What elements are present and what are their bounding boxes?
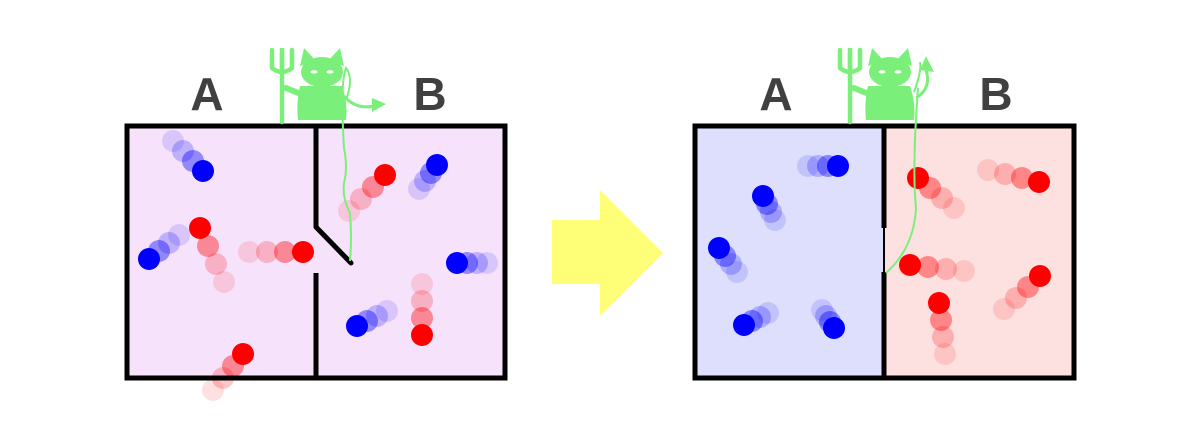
slow-molecule <box>752 185 786 231</box>
before-label-b: B <box>413 68 446 120</box>
molecule-dot <box>928 292 950 314</box>
molecule-trail <box>993 298 1015 320</box>
molecule-dot <box>823 317 845 339</box>
molecule-trail <box>238 241 260 263</box>
before-label-a: A <box>190 68 223 120</box>
molecule-dot <box>907 167 929 189</box>
molecule-trail <box>366 305 388 327</box>
molecule-trail <box>202 379 224 401</box>
after-label-b: B <box>979 68 1012 120</box>
demon-icon <box>272 48 386 262</box>
molecule-dot <box>426 154 448 176</box>
molecule-dot <box>733 314 755 336</box>
after-panel: A B <box>692 48 1077 381</box>
molecule-trail <box>1005 287 1027 309</box>
fast-molecule <box>907 167 965 219</box>
molecule-trail <box>757 302 779 324</box>
molecule-trail <box>408 178 430 200</box>
fast-molecule <box>411 273 433 346</box>
slow-molecule <box>346 300 398 337</box>
molecule-trail <box>977 159 999 181</box>
molecule-trail <box>953 260 975 282</box>
molecule-trail <box>414 170 436 192</box>
molecule-dot <box>899 254 921 276</box>
fast-molecule <box>993 265 1051 320</box>
slow-molecule <box>797 155 849 177</box>
slow-molecule <box>138 224 190 270</box>
molecule-trail <box>256 241 278 263</box>
before-molecules <box>138 130 498 401</box>
molecule-trail <box>168 224 190 246</box>
molecule-trail <box>934 343 956 365</box>
fast-molecule <box>899 254 975 282</box>
molecule-trail <box>466 252 488 274</box>
molecule-dot <box>192 160 214 182</box>
molecule-dot <box>346 315 368 337</box>
molecule-dot <box>752 185 774 207</box>
molecule-trail <box>411 290 433 312</box>
molecule-trail <box>411 273 433 295</box>
after-molecules <box>708 155 1051 365</box>
molecule-trail <box>205 253 227 275</box>
slow-molecule <box>708 237 748 283</box>
molecule-trail <box>720 253 742 275</box>
fast-molecule <box>189 217 235 293</box>
molecule-trail <box>162 130 184 152</box>
fast-molecule <box>202 343 254 401</box>
slow-molecule <box>733 302 779 336</box>
molecule-trail <box>376 300 398 322</box>
before-panel: A B <box>124 48 508 401</box>
molecule-trail <box>411 307 433 329</box>
molecule-trail <box>943 197 965 219</box>
molecule-trail <box>274 241 296 263</box>
molecule-trail <box>807 155 829 177</box>
fast-molecule <box>238 241 314 263</box>
molecule-dot <box>827 155 849 177</box>
molecule-trail <box>935 258 957 280</box>
molecule-trail <box>930 309 952 331</box>
molecule-dot <box>232 343 254 365</box>
molecule-dot <box>1029 265 1051 287</box>
molecule-dot <box>411 324 433 346</box>
molecule-trail <box>932 326 954 348</box>
molecule-trail <box>158 232 180 254</box>
transition-arrow-icon <box>552 190 663 316</box>
molecule-dot <box>446 252 468 274</box>
before-open-door <box>313 224 354 266</box>
molecule-dot <box>1028 171 1050 193</box>
molecule-trail <box>917 256 939 278</box>
molecule-trail <box>811 299 833 321</box>
molecule-trail <box>350 188 372 210</box>
molecule-dot <box>138 248 160 270</box>
molecule-trail <box>726 261 748 283</box>
molecule-trail <box>797 155 819 177</box>
slow-molecule <box>811 299 845 339</box>
molecule-dot <box>189 217 211 239</box>
molecule-trail <box>197 235 219 257</box>
slow-molecule <box>446 252 498 274</box>
molecule-dot <box>374 164 396 186</box>
molecule-trail <box>213 271 235 293</box>
molecule-trail <box>931 187 953 209</box>
demon-icon <box>840 48 934 274</box>
fast-molecule <box>928 292 956 365</box>
molecule-dot <box>708 237 730 259</box>
slow-molecule <box>162 130 214 182</box>
molecule-trail <box>476 252 498 274</box>
fast-molecule <box>977 159 1050 193</box>
slow-molecule <box>408 154 448 200</box>
after-label-a: A <box>759 68 792 120</box>
molecule-dot <box>292 241 314 263</box>
molecule-trail <box>764 209 786 231</box>
molecule-trail <box>1011 167 1033 189</box>
molecule-trail <box>994 163 1016 185</box>
molecule-trail <box>172 140 194 162</box>
